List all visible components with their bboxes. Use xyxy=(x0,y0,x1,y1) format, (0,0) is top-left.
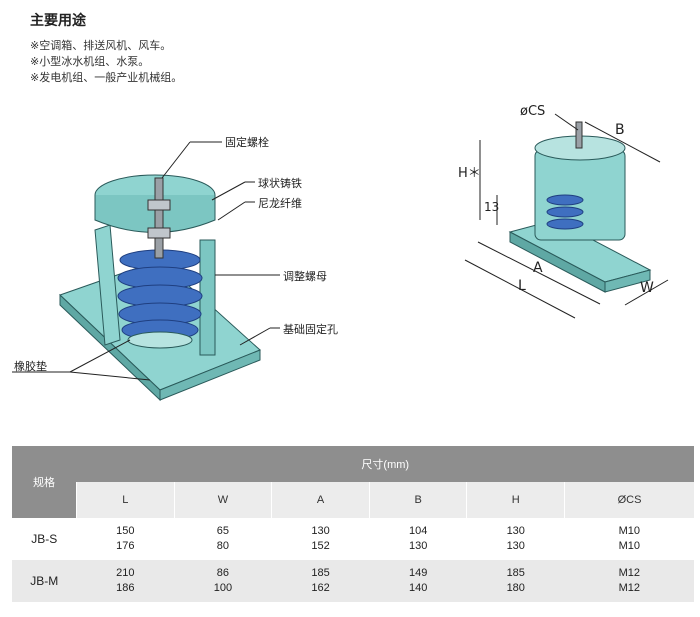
callout-nylon: 尼龙纤维 xyxy=(258,197,302,210)
page-title: 主要用途 xyxy=(30,13,86,29)
dim-13: 13 xyxy=(484,200,500,214)
callout-hole: 基础固定孔 xyxy=(283,323,338,336)
column-header: H xyxy=(466,482,565,518)
dim-cs: øCS xyxy=(520,104,546,119)
mount-illustration xyxy=(12,113,669,402)
dim-a: A xyxy=(533,260,543,276)
spring-mount-drawing xyxy=(59,174,261,402)
callout-bolt: 固定螺栓 xyxy=(225,136,269,149)
model-header: 规格 xyxy=(12,446,77,518)
dim-l: L xyxy=(518,278,526,294)
dim-b: B xyxy=(615,122,625,138)
product-figure: 固定螺栓 球状铸铁 尼龙纤维 调整螺母 基础固定孔 橡胶垫 øCS B H＊ 1… xyxy=(0,100,700,440)
column-header: ØCS xyxy=(564,482,694,518)
row-model: JB-S xyxy=(12,518,77,560)
callout-pad: 橡胶垫 xyxy=(14,360,47,373)
column-header: A xyxy=(271,482,370,518)
use-item: ※空调箱、排送风机、风车。 xyxy=(30,39,172,52)
use-item: ※发电机组、一般产业机械组。 xyxy=(30,71,183,84)
callout-cast-iron: 球状铸铁 xyxy=(258,177,302,190)
column-header: B xyxy=(368,482,467,518)
size-header: 尺寸(mm) xyxy=(76,446,694,482)
dim-w: W xyxy=(640,280,654,296)
uses-list: ※空调箱、排送风机、风车。 ※小型冰水机组、水泵。 ※发电机组、一般产业机械组。 xyxy=(30,38,182,86)
row-model: JB-M xyxy=(12,560,77,602)
column-header: W xyxy=(173,482,272,518)
dim-h: H＊ xyxy=(458,166,481,181)
column-header: L xyxy=(76,482,175,518)
callout-nut: 调整螺母 xyxy=(283,270,327,283)
dimension-drawing xyxy=(508,121,652,293)
use-item: ※小型冰水机组、水泵。 xyxy=(30,55,150,68)
